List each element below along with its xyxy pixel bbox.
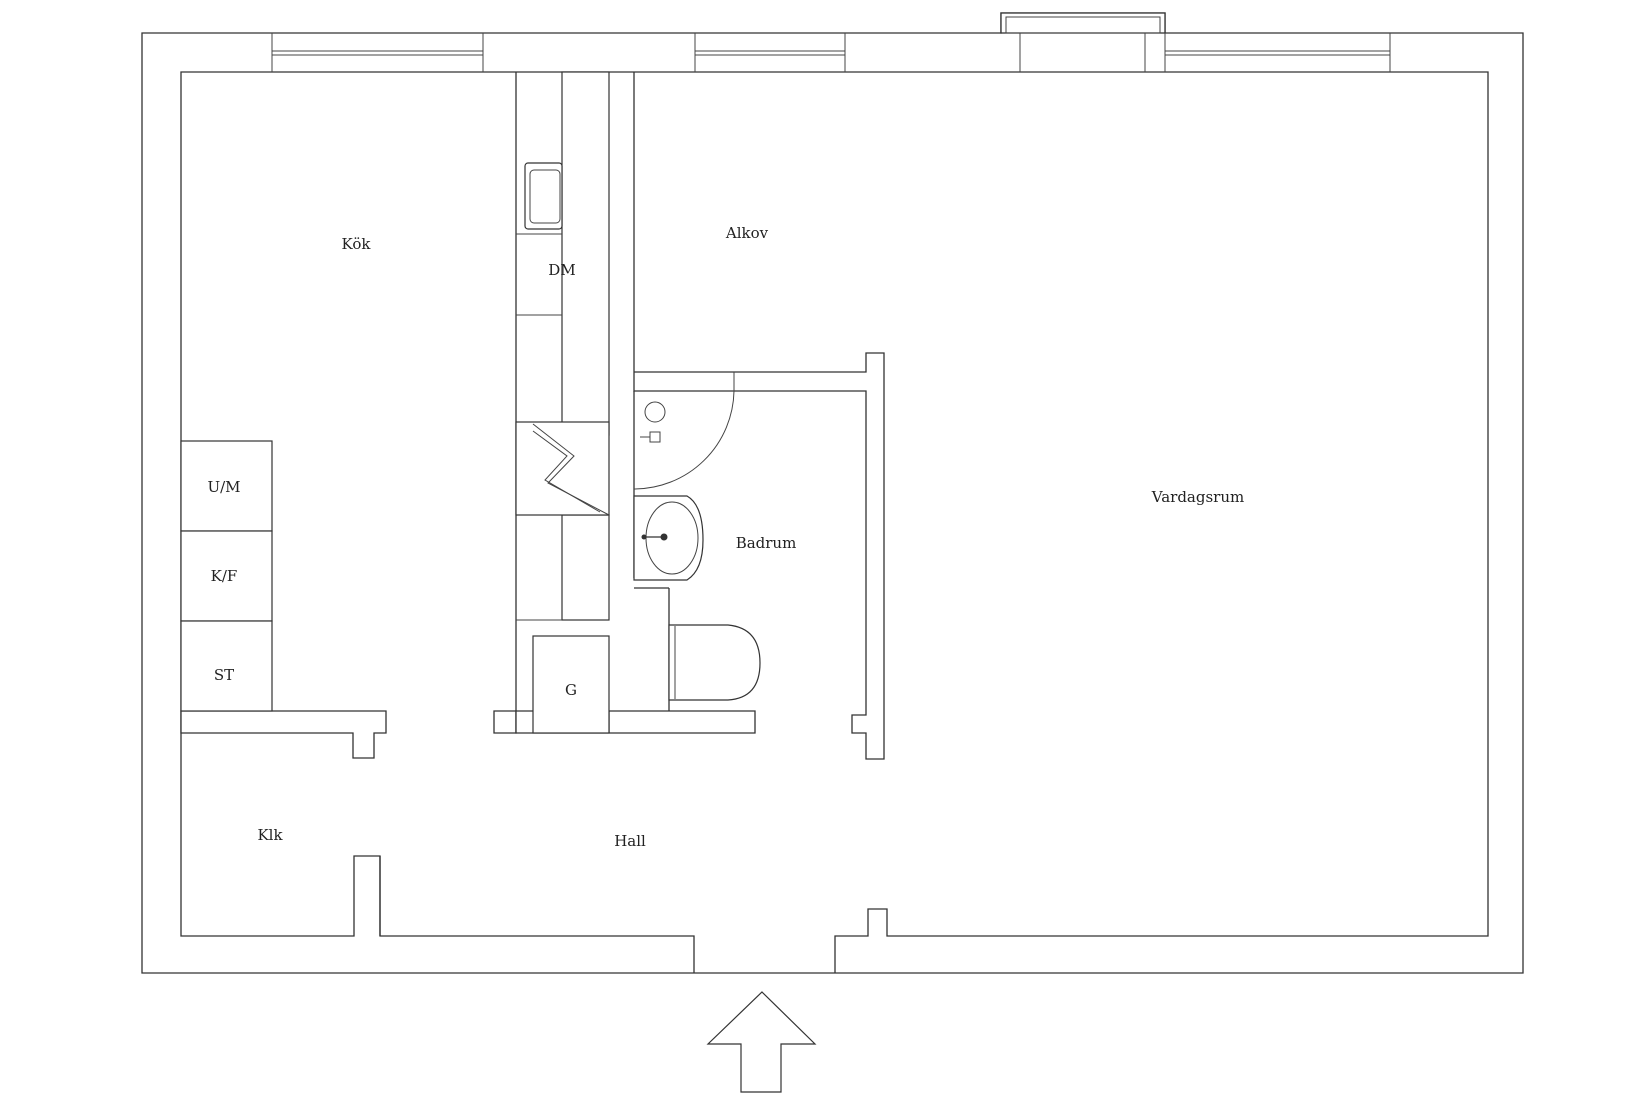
appliance-st <box>180 620 273 712</box>
wall-dm-bottom <box>493 710 517 734</box>
shower-icon <box>633 372 735 490</box>
wall-kitchen-hall <box>180 710 387 759</box>
kitchen-appliances <box>180 440 273 712</box>
label-vardagsrum: Vardagsrum <box>1151 488 1244 506</box>
label-hall: Hall <box>614 832 646 850</box>
counter-block <box>515 71 610 734</box>
entrance-arrow-icon <box>706 991 817 1093</box>
counter-top <box>561 71 610 436</box>
windows <box>271 12 1391 72</box>
appliance-g <box>532 635 610 734</box>
label-kf: K/F <box>211 567 238 585</box>
window-kitchen <box>271 33 484 72</box>
sink-icon <box>633 495 704 581</box>
bathroom-fixtures <box>633 372 761 701</box>
toilet-icon <box>668 624 761 701</box>
window-alkov <box>694 33 846 72</box>
counter-bottom <box>561 514 610 621</box>
room-labels: Kök DM Alkov U/M K/F ST G Badrum Vardags… <box>207 224 1244 850</box>
label-dm: DM <box>548 261 575 279</box>
label-st: ST <box>214 666 234 684</box>
balcony-door <box>1000 12 1166 72</box>
chimney-icon <box>515 421 610 516</box>
stove-sink-icon <box>524 162 563 230</box>
label-badrum: Badrum <box>736 534 797 552</box>
label-alkov: Alkov <box>725 224 769 242</box>
label-kok: Kök <box>342 235 372 253</box>
wall-alkov-bath <box>633 72 885 760</box>
outer-walls <box>141 12 1524 974</box>
window-living-room <box>1164 33 1391 72</box>
label-um: U/M <box>207 478 240 496</box>
label-g: G <box>565 681 577 699</box>
label-klk: Klk <box>257 826 283 844</box>
